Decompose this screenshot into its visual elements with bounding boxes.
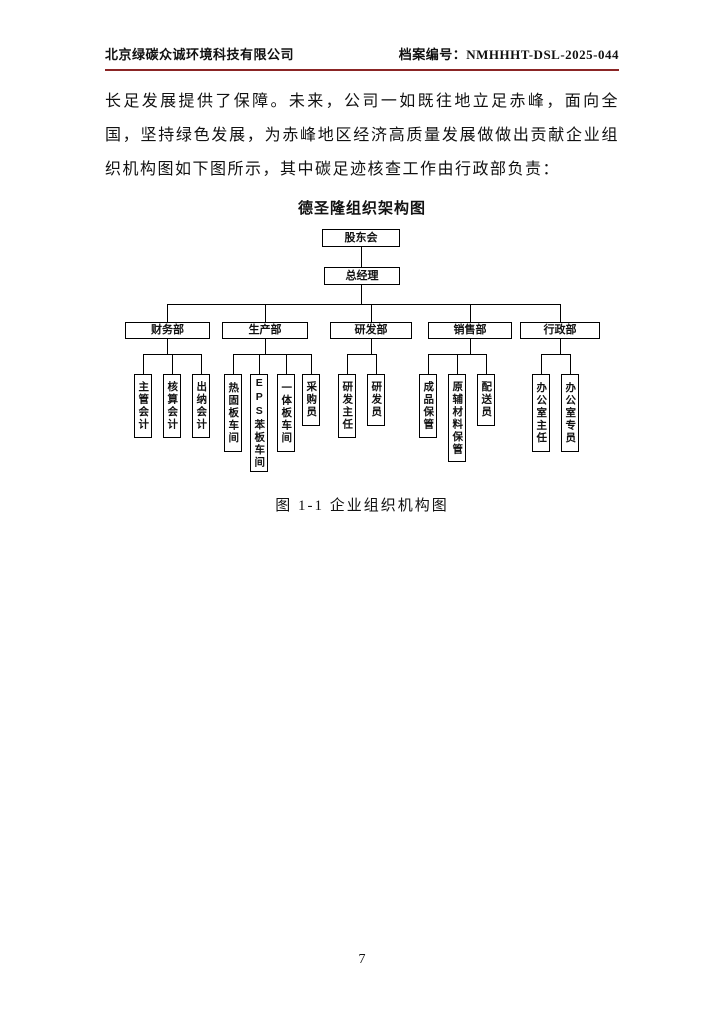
connector-line	[361, 285, 362, 304]
document-header: 北京绿碳众诚环境科技有限公司 档案编号：NMHHHT-DSL-2025-044	[105, 44, 619, 71]
connector-line	[143, 354, 144, 374]
figure-caption: 图 1-1 企业组织机构图	[275, 498, 449, 514]
connector-line	[167, 304, 168, 322]
connector-line	[541, 354, 542, 374]
connector-line	[376, 354, 377, 374]
connector-line	[486, 354, 487, 374]
connector-line	[347, 354, 348, 374]
connector-line	[470, 304, 471, 322]
connector-line	[560, 304, 561, 322]
archive-number: 档案编号：NMHHHT-DSL-2025-044	[399, 44, 619, 63]
connector-line	[371, 339, 372, 354]
connector-line	[570, 354, 571, 374]
connector-line	[167, 304, 561, 305]
orgchart-dept-production: 生产部	[222, 322, 308, 339]
orgchart-role: EPS苯板车间	[250, 374, 268, 472]
page-number: 7	[358, 952, 366, 967]
connector-line	[167, 339, 168, 354]
connector-line	[286, 354, 287, 374]
connector-line	[233, 354, 312, 355]
connector-line	[457, 354, 458, 374]
orgchart-dept-admin: 行政部	[520, 322, 600, 339]
orgchart-node-general-manager: 总经理	[324, 267, 400, 285]
archive-value: NMHHHT-DSL-2025-044	[466, 47, 619, 62]
orgchart-title: 德圣隆组织架构图	[297, 200, 426, 217]
connector-line	[201, 354, 202, 374]
archive-label: 档案编号：	[398, 47, 467, 62]
connector-line	[172, 354, 173, 374]
orgchart-role: 配送员	[477, 374, 495, 426]
company-name: 北京绿碳众诚环境科技有限公司	[105, 47, 295, 62]
orgchart-role: 出纳会计	[192, 374, 210, 438]
connector-line	[371, 304, 372, 322]
connector-line	[361, 247, 362, 267]
orgchart-dept-finance: 财务部	[125, 322, 210, 339]
orgchart-dept-rnd: 研发部	[330, 322, 412, 339]
connector-line	[265, 304, 266, 322]
orgchart-role: 原辅材料保管	[448, 374, 466, 462]
connector-line	[347, 354, 377, 355]
orgchart: 股东会 总经理 财务部 生产部 研发部 销售部 行政部 主管会计 核算会计 出纳…	[105, 222, 619, 474]
orgchart-role: 一体板车间	[277, 374, 295, 452]
orgchart-role: 办公室专员	[561, 374, 579, 452]
orgchart-role: 办公室主任	[532, 374, 550, 452]
orgchart-role: 成品保管	[419, 374, 437, 438]
connector-line	[428, 354, 429, 374]
orgchart-role: 采购员	[302, 374, 320, 426]
connector-line	[265, 339, 266, 354]
connector-line	[560, 339, 561, 354]
connector-line	[470, 339, 471, 354]
orgchart-role: 研发主任	[338, 374, 356, 438]
orgchart-role: 核算会计	[163, 374, 181, 438]
connector-line	[233, 354, 234, 374]
orgchart-role: 研发员	[367, 374, 385, 426]
connector-line	[259, 354, 260, 374]
orgchart-role: 热固板车间	[224, 374, 242, 452]
body-paragraph: 长足发展提供了保障。未来，公司一如既往地立足赤峰，面向全国，坚持绿色发展，为赤峰…	[105, 93, 619, 178]
connector-line	[541, 354, 571, 355]
orgchart-role: 主管会计	[134, 374, 152, 438]
connector-line	[311, 354, 312, 374]
orgchart-dept-sales: 销售部	[428, 322, 512, 339]
orgchart-node-shareholders: 股东会	[322, 229, 400, 247]
